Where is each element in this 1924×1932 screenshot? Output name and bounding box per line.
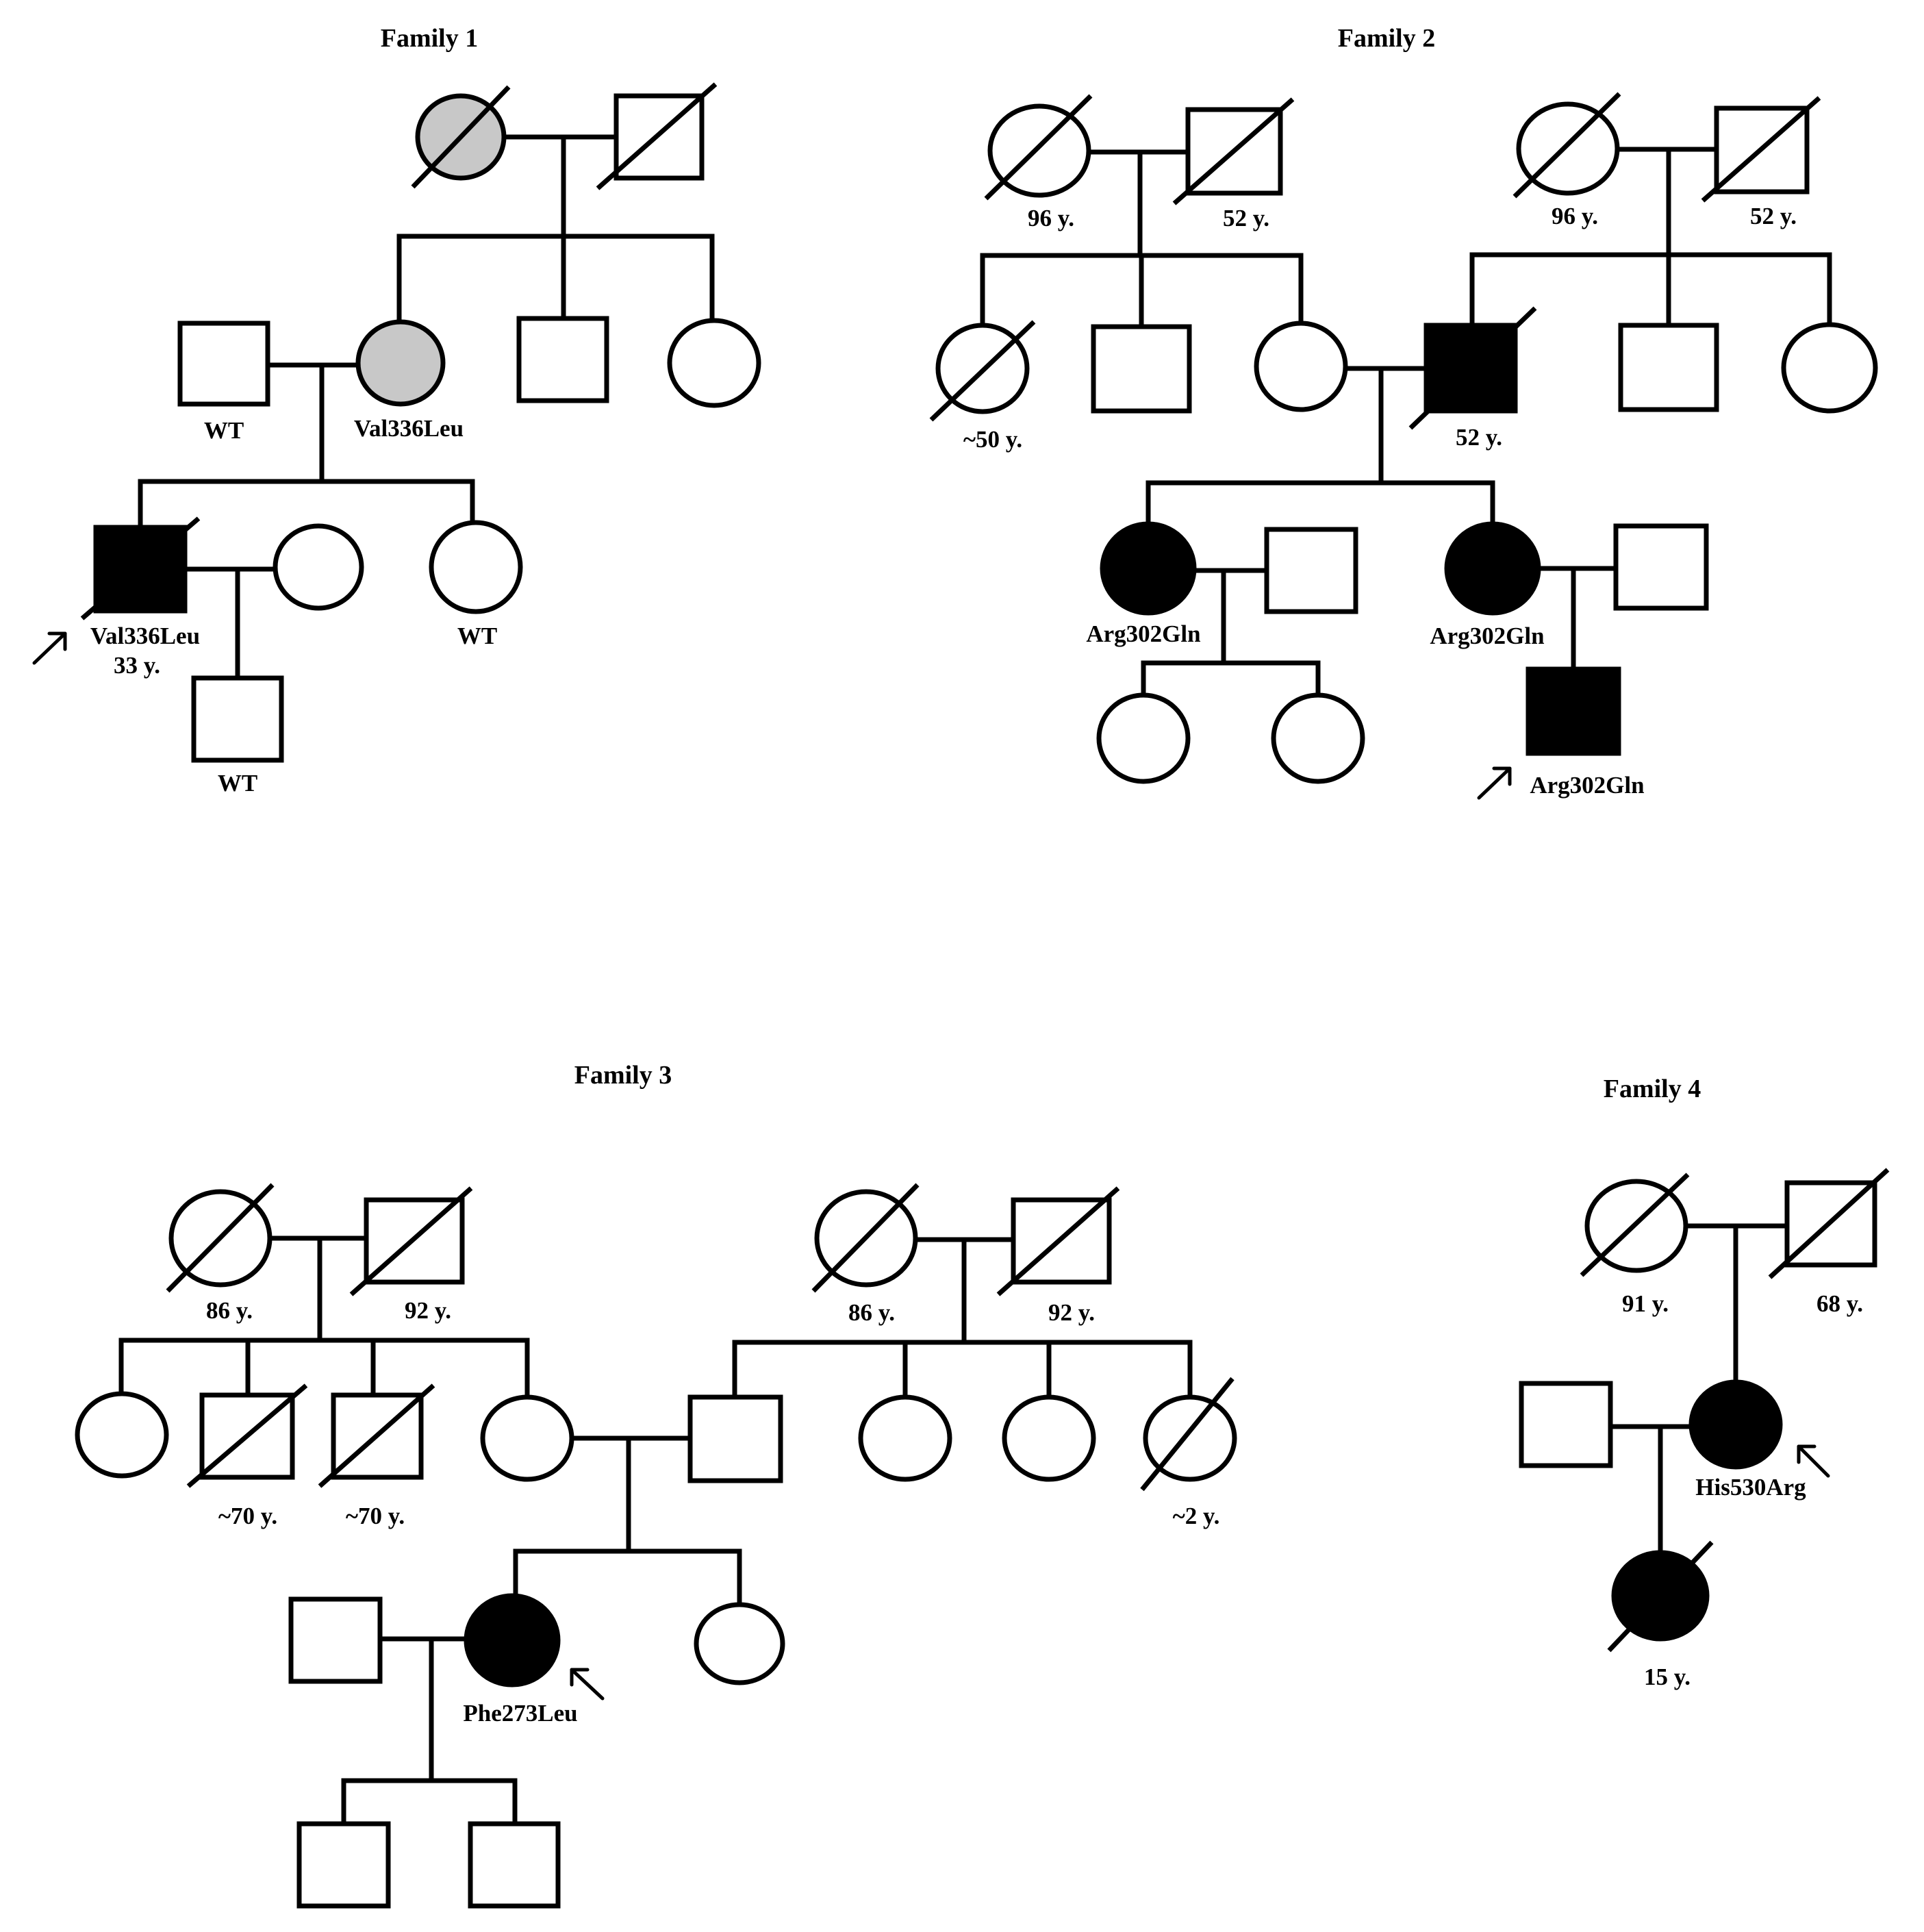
age-label: 96 y. bbox=[1552, 203, 1598, 229]
family-2-title: Family 2 bbox=[1338, 24, 1435, 53]
age-label: ~50 y. bbox=[963, 426, 1022, 453]
family-3: Family 3 bbox=[75, 1061, 1237, 1909]
female-unaffected bbox=[75, 1391, 169, 1479]
deceased-slash bbox=[929, 320, 1036, 422]
genotype-label: WT bbox=[218, 770, 257, 796]
deceased-slash bbox=[1408, 306, 1537, 430]
deceased-slash bbox=[349, 1186, 473, 1296]
deceased-slash bbox=[596, 82, 718, 190]
deceased-slash bbox=[1768, 1168, 1890, 1279]
proband-arrow bbox=[1477, 766, 1512, 800]
male-unaffected bbox=[191, 675, 284, 763]
age-label: 92 y. bbox=[1048, 1299, 1095, 1326]
deceased-slash bbox=[166, 1183, 275, 1293]
age-label: 91 y. bbox=[1622, 1290, 1669, 1317]
genotype-label: Val336Leu bbox=[90, 623, 200, 649]
male-unaffected bbox=[1618, 323, 1719, 412]
male-unaffected bbox=[177, 321, 270, 407]
proband-arrow bbox=[32, 631, 67, 665]
age-label: ~2 y. bbox=[1173, 1503, 1220, 1529]
male-unaffected bbox=[468, 1821, 561, 1909]
deceased-slash bbox=[1580, 1172, 1690, 1277]
deceased-slash bbox=[80, 516, 201, 620]
deceased-slash bbox=[1607, 1540, 1714, 1653]
proband-arrow-head bbox=[1797, 1444, 1817, 1464]
family-1: Family 1 WT Val3 bbox=[32, 24, 761, 796]
female-affected-proband bbox=[1688, 1379, 1783, 1470]
family-4: Family 4 91 y. 68 y. His530Arg 15 y. bbox=[1519, 1075, 1890, 1690]
male-unaffected bbox=[516, 316, 609, 403]
genotype-label: Arg302Gln bbox=[1086, 620, 1200, 647]
age-label: 96 y. bbox=[1028, 205, 1074, 231]
male-unaffected bbox=[1264, 527, 1358, 614]
deceased-slash bbox=[186, 1383, 308, 1488]
proband-arrow-head bbox=[1492, 766, 1512, 786]
deceased-slash bbox=[1172, 97, 1295, 205]
female-unaffected bbox=[1096, 692, 1191, 784]
deceased-slash bbox=[996, 1186, 1120, 1296]
age-label: 52 y. bbox=[1456, 424, 1502, 451]
family-2: Family 2 bbox=[929, 24, 1878, 800]
age-label: 52 y. bbox=[1223, 205, 1269, 231]
age-label: 33 y. bbox=[114, 652, 160, 679]
female-unaffected bbox=[1254, 321, 1348, 412]
female-unaffected bbox=[429, 520, 523, 614]
proband-arrow bbox=[1797, 1444, 1830, 1478]
male-affected-proband bbox=[1526, 666, 1621, 756]
proband-arrow-head bbox=[47, 631, 67, 651]
genotype-label: His530Arg bbox=[1695, 1474, 1806, 1501]
female-unaffected bbox=[667, 318, 761, 408]
age-label: 68 y. bbox=[1817, 1290, 1863, 1317]
deceased-slash bbox=[1701, 96, 1821, 203]
male-unaffected bbox=[1519, 1381, 1613, 1468]
male-unaffected bbox=[1091, 324, 1192, 414]
genotype-label: Arg302Gln bbox=[1530, 772, 1644, 799]
deceased-slash bbox=[811, 1183, 920, 1293]
age-label: 15 y. bbox=[1644, 1664, 1691, 1690]
family-1-title: Family 1 bbox=[381, 24, 478, 53]
genotype-label: WT bbox=[457, 623, 497, 649]
age-label: 52 y. bbox=[1750, 203, 1797, 229]
female-carrier bbox=[355, 319, 446, 407]
female-unaffected bbox=[1271, 692, 1365, 784]
female-affected bbox=[1100, 521, 1197, 616]
male-unaffected bbox=[296, 1821, 391, 1909]
deceased-slash bbox=[1140, 1377, 1235, 1492]
family-3-title: Family 3 bbox=[574, 1061, 672, 1090]
deceased-slash bbox=[984, 94, 1093, 201]
genotype-label: Phe273Leu bbox=[463, 1700, 577, 1727]
female-unaffected bbox=[1781, 322, 1878, 414]
female-affected-proband bbox=[464, 1593, 561, 1688]
age-label: 86 y. bbox=[848, 1299, 895, 1326]
genotype-label: Val336Leu bbox=[354, 415, 464, 442]
female-unaffected bbox=[694, 1602, 785, 1685]
deceased-slash bbox=[1512, 92, 1621, 199]
deceased-slash bbox=[318, 1383, 435, 1488]
male-unaffected bbox=[1613, 523, 1709, 611]
proband-arrow bbox=[570, 1668, 605, 1701]
age-label: ~70 y. bbox=[218, 1503, 277, 1529]
genotype-label: WT bbox=[204, 417, 244, 444]
genotype-label: Arg302Gln bbox=[1430, 623, 1544, 649]
female-unaffected bbox=[1002, 1394, 1096, 1482]
age-label: 86 y. bbox=[206, 1297, 253, 1324]
female-affected bbox=[1444, 521, 1541, 616]
female-unaffected bbox=[858, 1394, 952, 1482]
proband-arrow-head bbox=[570, 1668, 590, 1687]
male-unaffected bbox=[687, 1394, 783, 1483]
female-unaffected bbox=[273, 523, 364, 611]
male-unaffected bbox=[288, 1596, 383, 1684]
female-unaffected bbox=[480, 1394, 574, 1482]
deceased-slash bbox=[411, 85, 511, 189]
age-label: ~70 y. bbox=[346, 1503, 405, 1529]
age-label: 92 y. bbox=[405, 1297, 451, 1324]
family-4-title: Family 4 bbox=[1604, 1075, 1701, 1103]
